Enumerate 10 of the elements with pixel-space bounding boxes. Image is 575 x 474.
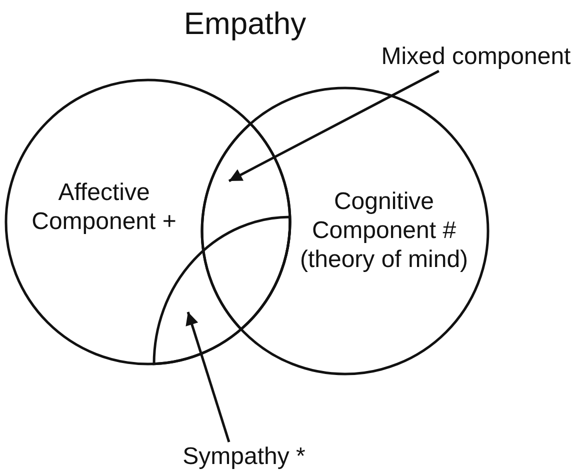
title: Empathy [182, 6, 308, 42]
overlap-region [200, 122, 292, 330]
venn-circle [4, 78, 292, 366]
callout-text: Mixed component [380, 42, 572, 71]
circle-label: Affective Component + [30, 178, 178, 236]
leader-arrow [186, 312, 230, 442]
leader-arrow [228, 70, 440, 182]
callout-text: Sympathy * [174, 442, 314, 471]
circle-label: Cognitive Component # (theory of mind) [298, 187, 470, 274]
venn-circle [200, 86, 490, 376]
